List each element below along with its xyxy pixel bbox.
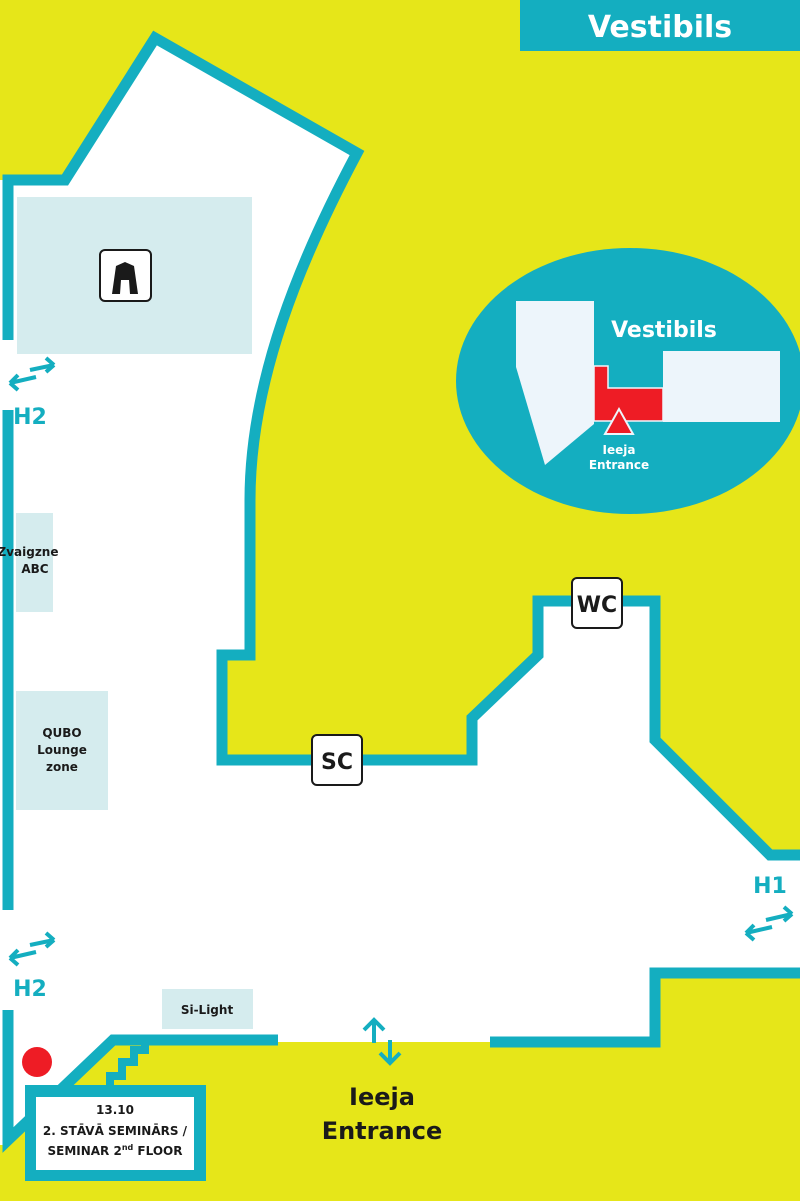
zone-qubo-label: Lounge (37, 743, 87, 757)
zone-qubo-label: QUBO (42, 726, 81, 740)
header-bar (520, 0, 800, 51)
wall-southeast (490, 967, 800, 1048)
zone-qubo-label: zone (46, 760, 78, 774)
zone-zvaigzne-abc (16, 513, 53, 612)
seminar-title-lv: 2. STĀVĀ SEMINĀRS / (43, 1124, 188, 1138)
entrance-triangle-icon (603, 406, 635, 435)
seminar-title-en: SEMINAR 2nd FLOOR (47, 1143, 182, 1158)
inset-entrance-label: Entrance (589, 458, 649, 472)
entrance-arrows-icon (362, 1017, 402, 1066)
zone-qubo-lounge (16, 691, 108, 810)
zone-si-light-label: Si-Light (181, 1003, 234, 1017)
exit-h2-top: H2 (13, 405, 47, 430)
inset-entrance-label: Ieeja (603, 443, 636, 457)
wall-north (2, 30, 800, 861)
entrance-label: Entrance (322, 1117, 443, 1145)
wc-icon: WC (571, 577, 623, 629)
seminar-info-box: 13.10 2. STĀVĀ SEMINĀRS / SEMINAR 2nd FL… (25, 1085, 206, 1181)
zone-zvaigzne-label: ABC (21, 562, 48, 576)
exit-h1: H1 (753, 874, 787, 899)
zone-zvaigzne-label: Zvaigzne (0, 545, 59, 559)
you-are-here-marker (22, 1047, 52, 1077)
exit-arrows-icon (744, 905, 794, 942)
zone-si-light (162, 989, 253, 1029)
page-title: Vestibils (588, 10, 732, 45)
entrance-label: Ieeja (349, 1083, 415, 1111)
coat-hanger-icon (99, 249, 152, 302)
stairs-icon (106, 1042, 149, 1088)
exit-arrows-icon (8, 356, 56, 392)
inset-locator-map: Vestibils Ieeja Entrance (456, 248, 800, 514)
exit-arrows-icon (8, 931, 56, 967)
seminar-date: 13.10 (96, 1103, 134, 1117)
inset-title: Vestibils (611, 318, 717, 343)
exit-h2-bottom: H2 (13, 977, 47, 1002)
sc-icon: SC (311, 734, 363, 786)
svg-text:WC: WC (577, 593, 617, 618)
svg-text:SC: SC (321, 750, 353, 775)
